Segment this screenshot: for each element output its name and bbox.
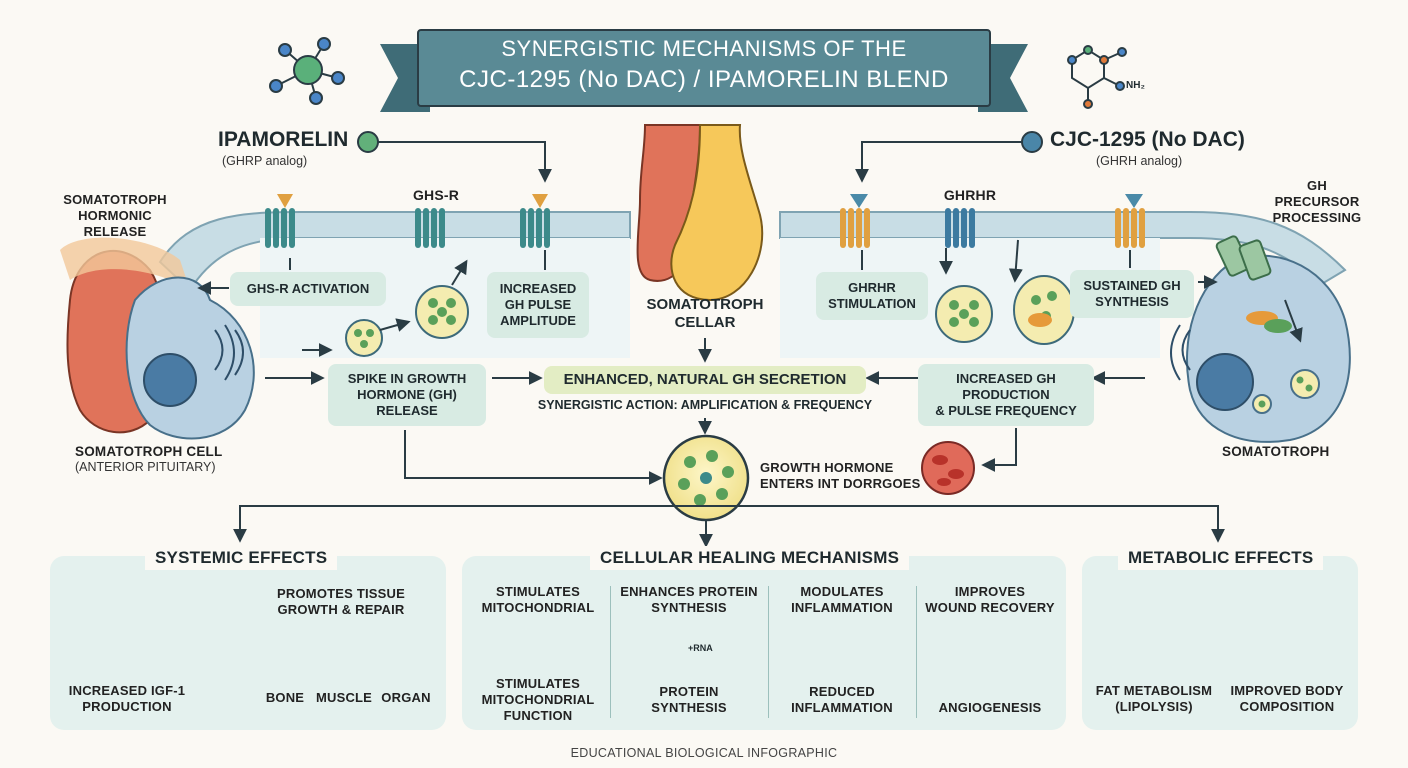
- systemic-effects-title: SYSTEMIC EFFECTS: [145, 546, 338, 570]
- mitochondrial-top-label: STIMULATES MITOCHONDRIAL: [481, 584, 595, 615]
- pulse-amplitude-box: INCREASED GH PULSE AMPLITUDE: [487, 272, 589, 338]
- ghs-r-activation-box: GHS-R ACTIVATION: [230, 272, 386, 306]
- cjc-ligand-icon: [1021, 131, 1043, 153]
- molecule-icon-right: [1067, 45, 1127, 109]
- cjc-label: CJC-1295 (No DAC): [1050, 128, 1245, 151]
- sustained-synthesis-box: SUSTAINED GH SYNTHESIS: [1070, 270, 1194, 318]
- center-pituitary-drawing: [636, 124, 764, 302]
- gh-precursor-label: GH PRECURSOR PROCESSING: [1272, 178, 1362, 225]
- left-somatotroph-cell-drawing: [60, 237, 255, 440]
- ipamorelin-sublabel: (GHRP analog): [222, 154, 308, 168]
- connector-arrows: [197, 141, 1303, 645]
- molecule-icon-left: [269, 37, 345, 105]
- divider-2: [768, 586, 769, 718]
- ghrhr-label: GHRHR: [943, 187, 997, 203]
- footer-label: EDUCATIONAL BIOLOGICAL INFOGRAPHIC: [570, 746, 838, 760]
- somatotroph-cell-label: SOMATOTROPH CELL: [75, 444, 223, 459]
- blood-vessel-drawing: [921, 441, 975, 495]
- systemic-effects-panel: [50, 556, 446, 730]
- hormonic-release-label: SOMATOTROPH HORMONIC RELEASE: [63, 192, 167, 239]
- rna-label: +RNA: [688, 643, 713, 653]
- somatotroph-cellar-label: SOMATOTROPH CELLAR: [646, 296, 764, 331]
- title-line-1: SYNERGISTIC MECHANISMS OF THE: [501, 36, 907, 61]
- metabolic-effects-title: METABOLIC EFFECTS: [1118, 546, 1324, 570]
- gh-spike-box: SPIKE IN GROWTH HORMONE (GH) RELEASE: [328, 364, 486, 426]
- ghrhr-receptors: [840, 194, 1145, 248]
- ghs-r-label: GHS-R: [412, 187, 460, 203]
- metabolic-effects-panel: [1082, 556, 1358, 730]
- protein-top-label: ENHANCES PROTEIN SYNTHESIS: [620, 584, 758, 615]
- bone-label: BONE: [265, 690, 305, 705]
- angiogenesis-label: ANGIOGENESIS: [938, 700, 1042, 715]
- synergy-label: SYNERGISTIC ACTION: AMPLIFICATION & FREQ…: [537, 398, 873, 412]
- ghrhr-stimulation-box: GHRHR STIMULATION: [816, 272, 928, 320]
- title-line-2: CJC-1295 (No DAC) / IPAMORELIN BLEND: [459, 66, 949, 93]
- protein-bottom-label: PROTEIN SYNTHESIS: [651, 684, 727, 715]
- organ-label: ORGAN: [381, 690, 431, 705]
- enhanced-secretion-box: ENHANCED, NATURAL GH SECRETION: [544, 366, 866, 394]
- increased-production-box: INCREASED GH PRODUCTION & PULSE FREQUENC…: [918, 364, 1094, 426]
- gh-granule: [662, 434, 750, 522]
- cjc-sublabel: (GHRH analog): [1096, 154, 1183, 168]
- gh-vesicles: [345, 275, 1075, 357]
- gh-enters-label: GROWTH HORMONE ENTERS INT DORRGOES: [760, 460, 921, 491]
- title-banner: SYNERGISTIC MECHANISMS OF THE CJC-1295 (…: [380, 24, 1028, 112]
- banner-ribbon: [380, 29, 1028, 112]
- cellular-healing-panel: [462, 556, 1066, 730]
- ipamorelin-ligand-icon: [357, 131, 379, 153]
- inflammation-top-label: MODULATES INFLAMMATION: [791, 584, 893, 615]
- mitochondrial-bottom-label: STIMULATES MITOCHONDRIAL FUNCTION: [481, 676, 595, 723]
- right-somatotroph-label: SOMATOTROPH: [1222, 444, 1330, 459]
- right-somatotroph-cell-drawing: [1170, 235, 1351, 443]
- wound-recovery-label: IMPROVES WOUND RECOVERY: [925, 584, 1055, 615]
- nh2-label: NH₂: [1126, 80, 1145, 91]
- divider-3: [916, 586, 917, 718]
- fat-metabolism-label: FAT METABOLISM (LIPOLYSIS): [1095, 683, 1213, 714]
- divider-1: [610, 586, 611, 718]
- ghs-r-receptors: [265, 194, 550, 248]
- igf1-label: INCREASED IGF-1 PRODUCTION: [68, 683, 186, 714]
- inflammation-bottom-label: REDUCED INFLAMMATION: [791, 684, 893, 715]
- promotes-tissue-label: PROMOTES TISSUE GROWTH & REPAIR: [277, 586, 405, 617]
- ipamorelin-label: IPAMORELIN: [218, 128, 349, 151]
- anterior-pituitary-label: (ANTERIOR PITUITARY): [75, 460, 216, 474]
- cellular-healing-title: CELLULAR HEALING MECHANISMS: [590, 546, 910, 570]
- body-composition-label: IMPROVED BODY COMPOSITION: [1230, 683, 1344, 714]
- muscle-label: MUSCLE: [315, 690, 373, 705]
